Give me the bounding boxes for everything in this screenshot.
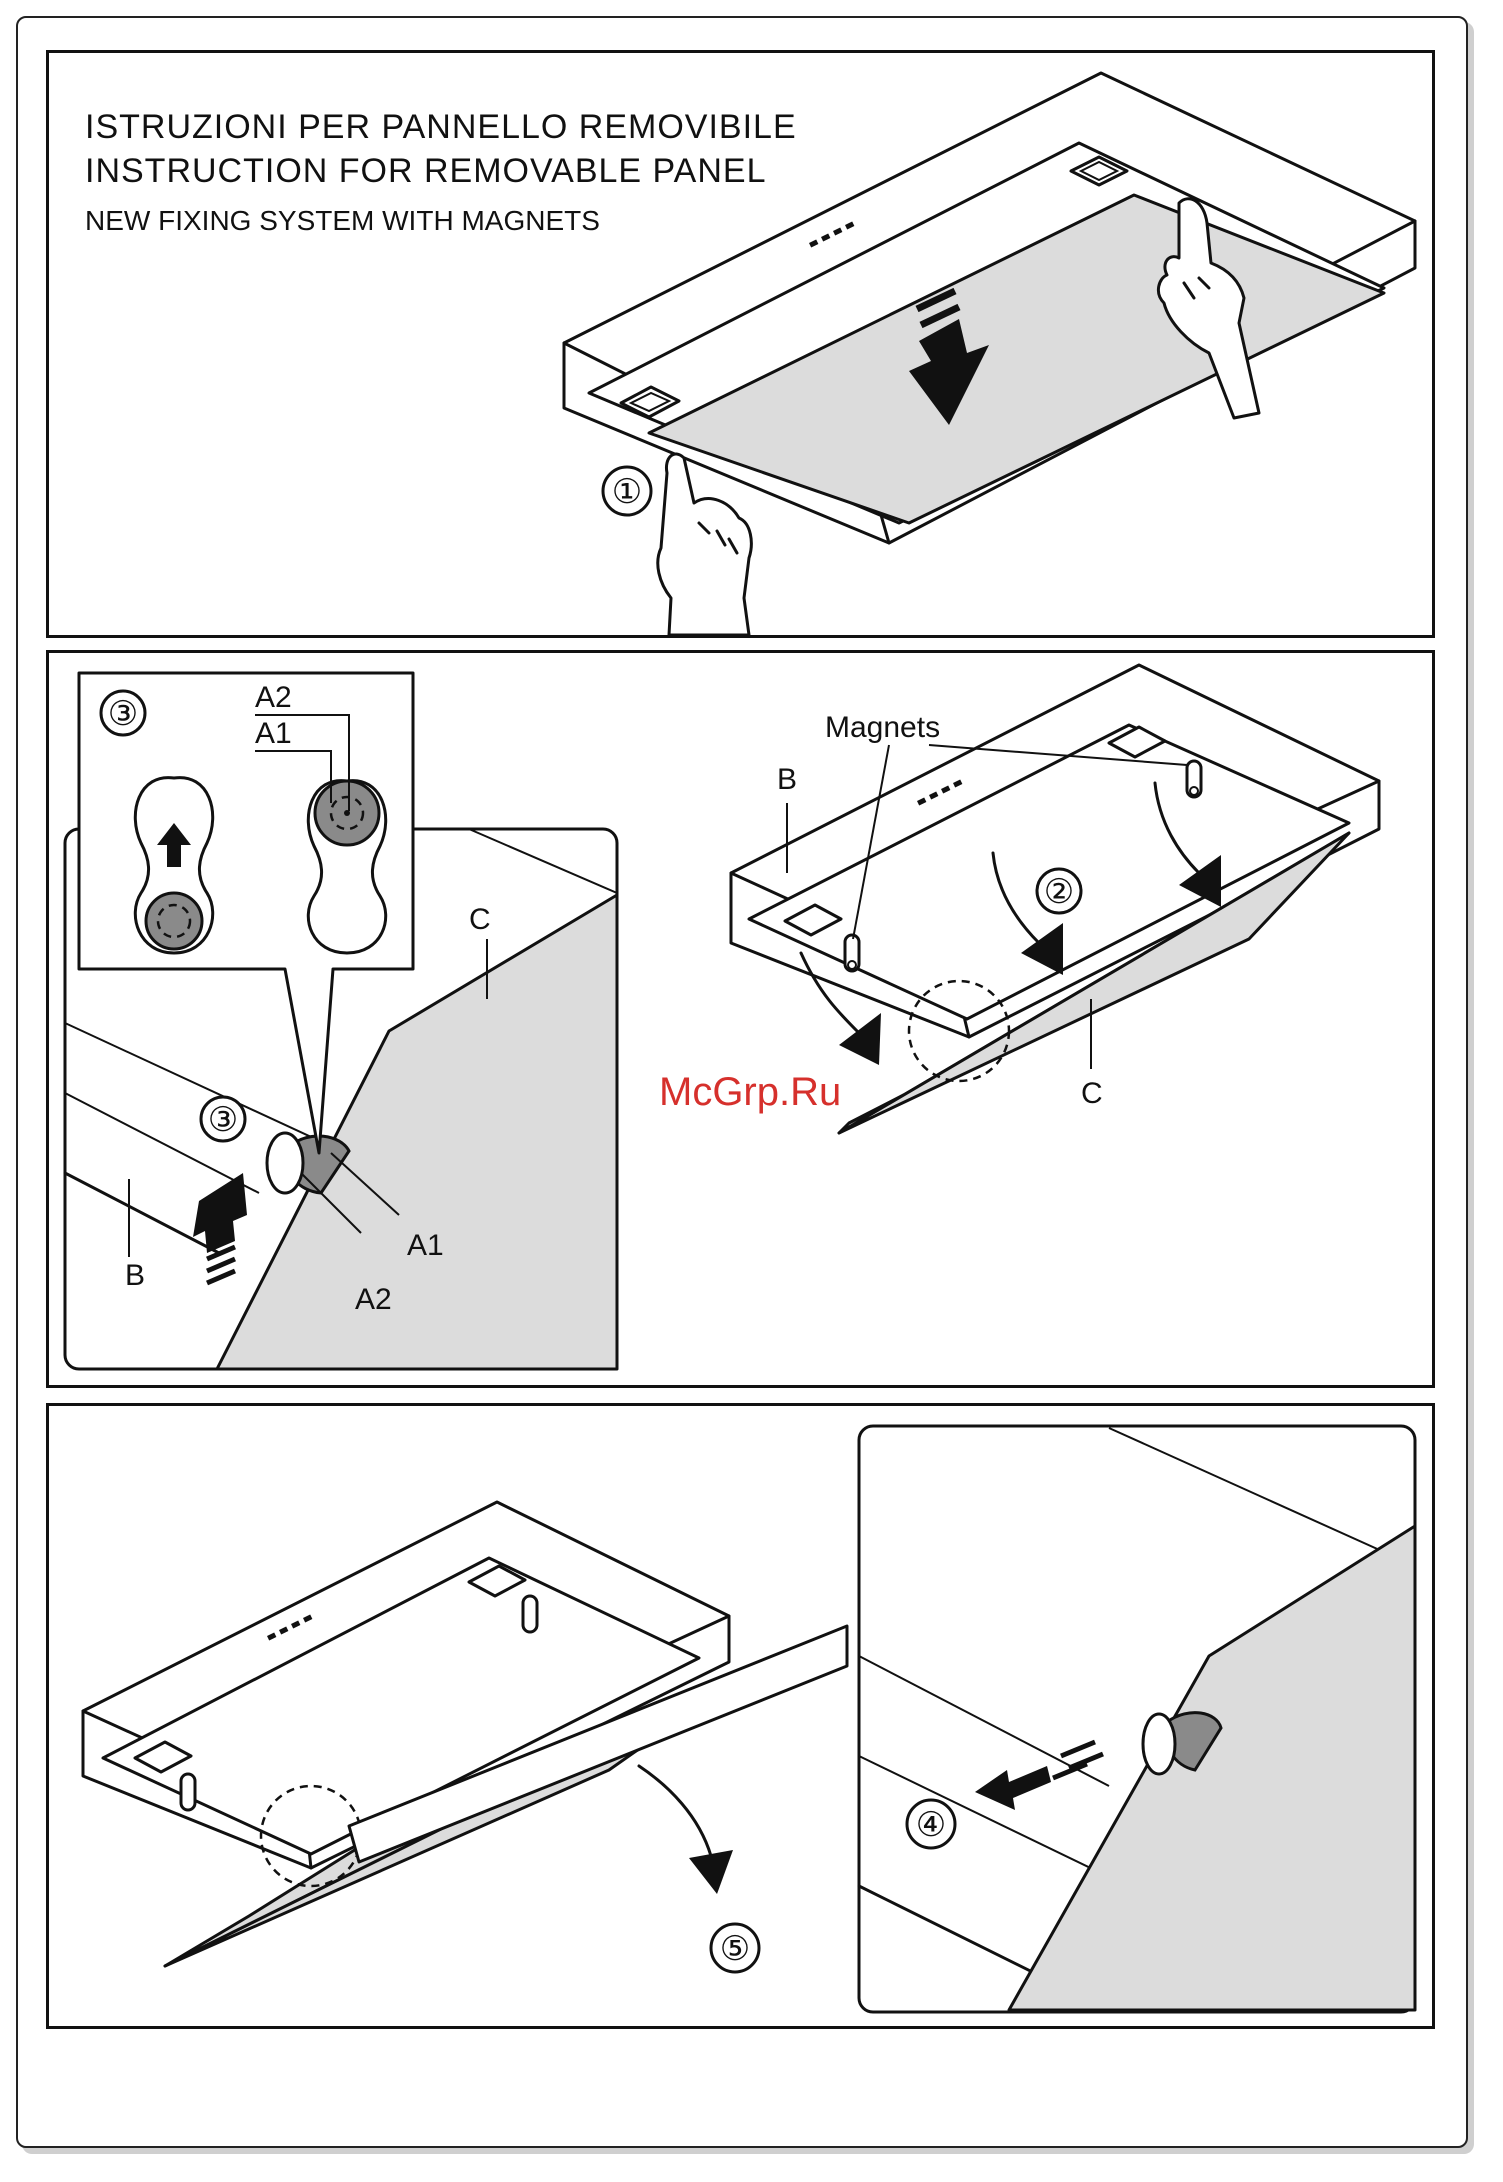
label-a2-detail: A2 [355,1283,392,1316]
hood-illustration-3: ⑤ ④ [49,1406,1432,2026]
title-block: ISTRUZIONI PER PANNELLO REMOVIBILE INSTR… [85,105,797,241]
step-4-label: ④ [916,1806,946,1844]
hood-open-view: Magnets B C ② [731,665,1379,1133]
curved-arrow-icon [639,1766,733,1894]
label-c-detail: C [469,903,491,936]
label-a2-inset: A2 [255,681,292,714]
panel-step-1: ISTRUZIONI PER PANNELLO REMOVIBILE INSTR… [46,50,1435,638]
panel-step-4-5: ⑤ ④ [46,1403,1435,2029]
step-5-label: ⑤ [720,1930,750,1968]
magnet-icon [1187,761,1201,797]
step-marker-1: ① [603,467,651,515]
label-c-hood: C [1081,1077,1103,1110]
label-a1-detail: A1 [407,1229,444,1262]
hood-illustration-2: ③ A1 A2 B C ③ [49,653,1432,1385]
magnet-icon [181,1774,195,1810]
subtitle: NEW FIXING SYSTEM WITH MAGNETS [85,201,797,241]
keyhole-slot-icon [308,781,385,953]
watermark: McGrp.Ru [659,1070,841,1114]
magnet-icon [845,935,859,971]
title-english: INSTRUCTION FOR REMOVABLE PANEL [85,149,797,193]
step-3-marker-lower: ③ [208,1101,238,1139]
magnet-icon [523,1596,537,1632]
label-b-detail: B [125,1259,145,1292]
title-italian: ISTRUZIONI PER PANNELLO REMOVIBILE [85,105,797,149]
step-1-label: ① [612,473,642,511]
label-a1-inset: A1 [255,717,292,750]
keyhole-slot-icon [1143,1714,1175,1774]
step-2-label: ② [1044,873,1074,911]
panel-step-2-3: ③ A1 A2 B C ③ [46,650,1435,1388]
keyhole-slot-icon [135,778,212,953]
label-magnets: Magnets [825,711,940,744]
label-b-hood: B [777,763,797,796]
keyhole-slot-icon [267,1133,303,1193]
step-3-marker-upper: ③ [108,695,138,733]
